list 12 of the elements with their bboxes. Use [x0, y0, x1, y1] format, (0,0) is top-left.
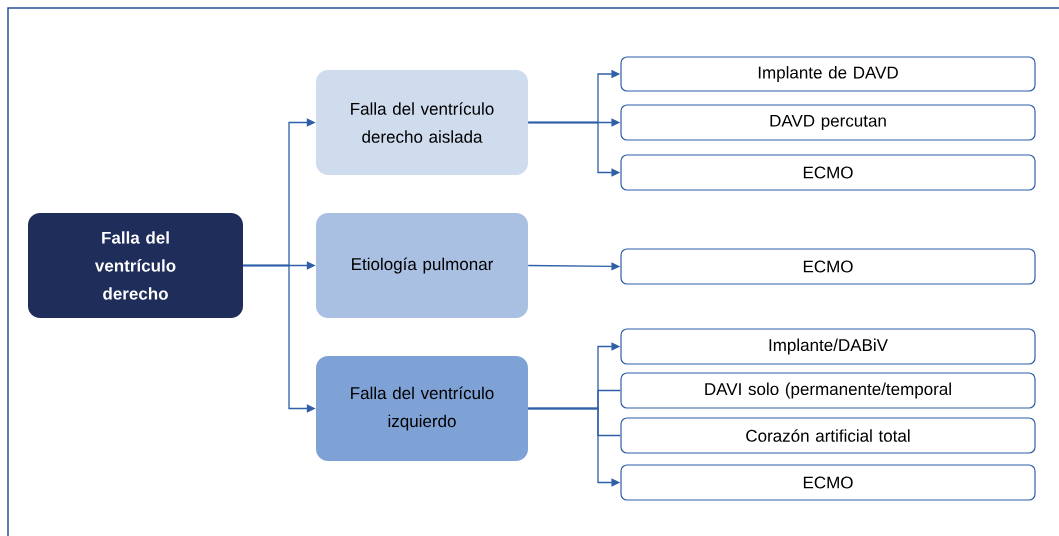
option-box: Implante de DAVD	[620, 56, 1036, 92]
category-box: Etiología pulmonar	[316, 213, 528, 318]
category-box: Falla del ventrículo derecho	[28, 213, 243, 318]
option-box: ECMO	[620, 154, 1036, 191]
option-box: DAVI solo (permanente/temporal	[620, 372, 1036, 409]
option-box: ECMO	[620, 464, 1036, 501]
category-box: Falla del ventrículo derecho aislada	[316, 70, 528, 175]
option-box: DAVD percutan	[620, 104, 1036, 141]
option-box: ECMO	[620, 248, 1036, 285]
category-box: Falla del ventrículo izquierdo	[316, 356, 528, 461]
option-box: Implante/DABiV	[620, 328, 1036, 365]
option-box: Corazón artificial total	[620, 417, 1036, 454]
